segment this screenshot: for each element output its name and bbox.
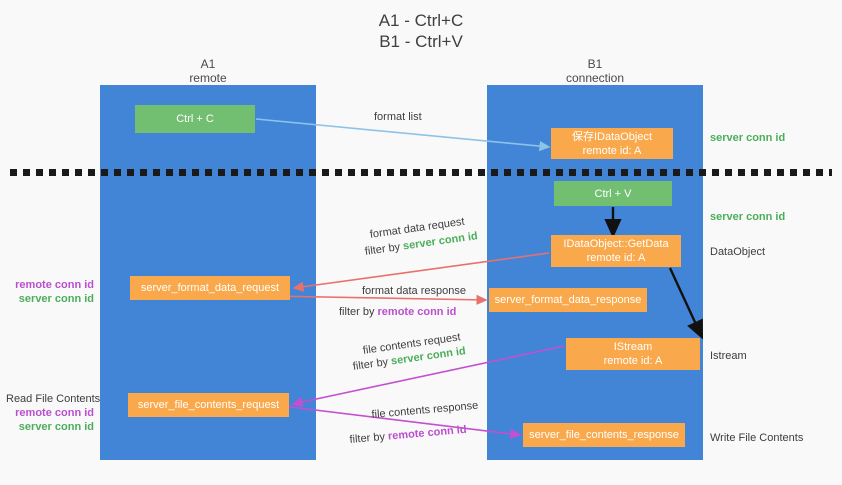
node-getdata-label: IDataObject::GetData (563, 238, 669, 250)
annotation-remote-conn-id: remote conn id (15, 407, 94, 419)
node-istream-sublabel: remote id: A (603, 355, 663, 367)
column-a1-role: remote (189, 71, 227, 85)
annotation-read-file-contents: Read File Contents remote conn id server… (6, 392, 101, 434)
node-server-format-data-response-label: server_format_data_response (494, 294, 642, 306)
filter-prefix: filter by (349, 430, 389, 446)
node-server-file-contents-response[interactable]: server_file_contents_response (523, 423, 685, 447)
edge-label-file-contents-response: file contents response (371, 399, 479, 423)
node-save-idataobject-sublabel: remote id: A (582, 144, 642, 157)
node-server-format-data-response[interactable]: server_format_data_response (489, 288, 647, 312)
edge-label-format-data-response-text: format data response (362, 285, 466, 297)
annotation-dataobject-text: DataObject (710, 246, 766, 258)
column-b1-role: connection (565, 71, 625, 85)
title-line-2: B1 - Ctrl+V (379, 32, 463, 51)
filter-prefix: filter by (352, 355, 392, 373)
annotation-server-conn-id: server conn id (18, 293, 94, 305)
node-server-format-data-request[interactable]: server_format_data_request (130, 276, 290, 300)
annotation-right-server-conn-id-mid: server conn id (710, 210, 785, 224)
annotation-istream-text: Istream (710, 350, 747, 362)
node-istream[interactable]: IStream remote id: A (566, 338, 700, 370)
edge-label-file-contents-response-filter: filter by remote conn id (349, 423, 467, 448)
node-idataobject-getdata[interactable]: IDataObject::GetData remote id: A (551, 235, 681, 267)
annotation-dataobject: DataObject (710, 245, 765, 259)
edge-label-format-list-text: format list (374, 111, 422, 123)
node-save-idataobject[interactable]: 保存IDataObject remote id: A (551, 128, 673, 159)
filter-token-remote-conn-id: remote conn id (387, 423, 468, 443)
edge-label-format-data-response-filter: filter by remote conn id (339, 305, 456, 320)
annotation-server-conn-id: server conn id (710, 132, 786, 144)
column-a1-name: A1 (200, 57, 216, 71)
node-ctrl-v[interactable]: Ctrl + V (554, 181, 672, 206)
column-header-b1: B1 connection (487, 57, 703, 85)
annotation-server-conn-id: server conn id (710, 211, 786, 223)
annotation-read-file-contents-title: Read File Contents (6, 393, 101, 405)
node-server-file-contents-response-label: server_file_contents_response (529, 429, 679, 441)
node-save-idataobject-label: 保存IDataObject (571, 130, 653, 143)
filter-prefix: filter by (339, 306, 378, 318)
filter-token-remote-conn-id: remote conn id (377, 306, 457, 318)
annotation-right-server-conn-id-top: server conn id (710, 131, 785, 145)
node-getdata-sublabel: remote id: A (586, 252, 646, 264)
annotation-remote-conn-id: remote conn id (15, 279, 94, 291)
edge-label-format-data-response: format data response (362, 284, 466, 299)
node-server-format-data-request-label: server_format_data_request (140, 282, 280, 294)
edge-label-format-list: format list (374, 110, 422, 125)
annotation-left-conn-ids: remote conn id server conn id (8, 278, 94, 306)
node-ctrl-c-label: Ctrl + C (176, 113, 214, 125)
node-ctrl-c[interactable]: Ctrl + C (135, 105, 255, 133)
node-istream-label: IStream (613, 341, 653, 353)
node-ctrl-v-label: Ctrl + V (594, 187, 632, 200)
annotation-server-conn-id: server conn id (18, 421, 94, 433)
column-header-a1: A1 remote (100, 57, 316, 85)
edge-label-file-contents-response-text: file contents response (371, 399, 479, 421)
filter-prefix: filter by (364, 240, 404, 258)
annotation-write-file-contents-text: Write File Contents (710, 432, 804, 444)
column-b1-name: B1 (587, 57, 603, 71)
page-title: A1 - Ctrl+C B1 - Ctrl+V (0, 10, 842, 52)
title-line-1: A1 - Ctrl+C (378, 11, 464, 30)
annotation-istream: Istream (710, 349, 747, 363)
annotation-write-file-contents: Write File Contents (710, 431, 803, 445)
node-server-file-contents-request-label: server_file_contents_request (137, 399, 280, 411)
node-server-file-contents-request[interactable]: server_file_contents_request (128, 393, 289, 417)
dashed-divider (10, 169, 832, 176)
